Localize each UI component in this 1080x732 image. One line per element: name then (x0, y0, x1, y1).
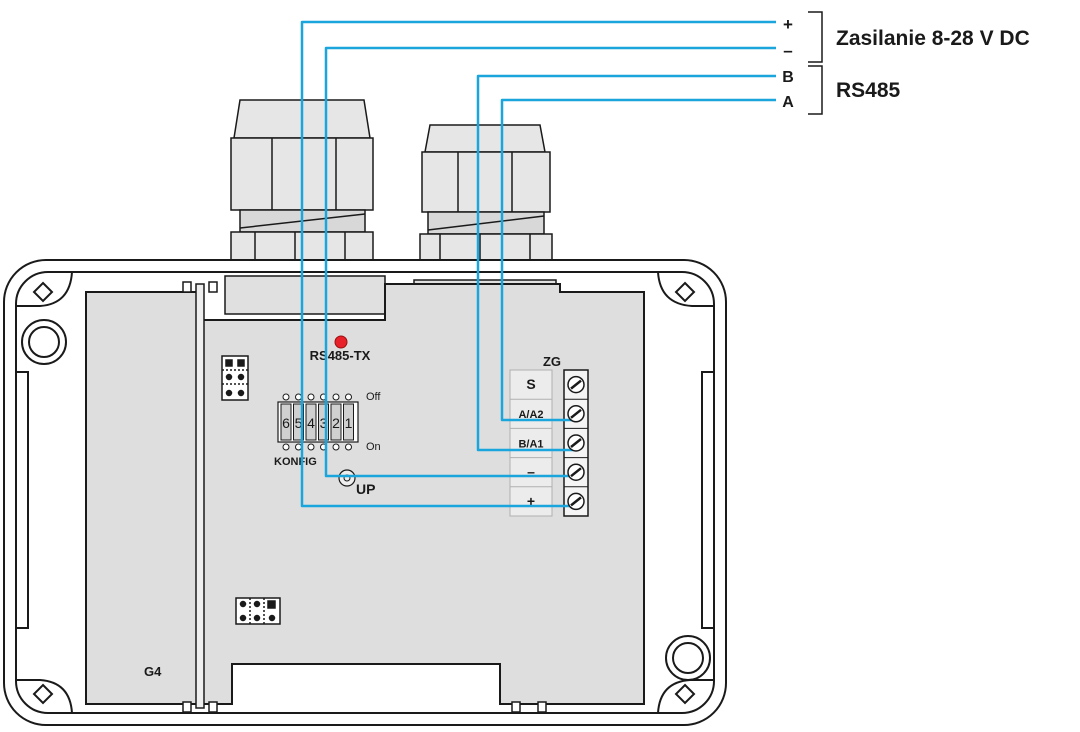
pcb-board (85, 281, 645, 713)
group-brackets (808, 11, 823, 115)
supply-minus-sign: – (783, 41, 792, 60)
led-label: RS485-TX (310, 348, 371, 363)
rs485-tx-led (334, 335, 348, 349)
dip-number: 5 (295, 415, 303, 431)
screw-slot (570, 467, 582, 478)
dip-on-dot (332, 443, 340, 451)
wire-minus (324, 46, 776, 478)
jumper-block-bottom (235, 597, 281, 625)
wire-b (476, 74, 776, 452)
dip-off-dot (295, 393, 302, 401)
dip-number: 6 (282, 415, 290, 431)
dip-slot (280, 403, 292, 441)
dip-number: 2 (332, 415, 340, 431)
supply-plus-sign: + (783, 15, 793, 34)
dip-slot (293, 403, 304, 441)
up-button-label: UP (356, 481, 375, 497)
jumper-block-top (221, 355, 249, 401)
dip-slot (330, 403, 342, 441)
bus-label: RS485 (836, 79, 901, 102)
dip-number: 4 (307, 415, 315, 431)
cable-gland-right (419, 124, 553, 261)
dip-on-dot (282, 443, 290, 451)
terminal-pin-label: + (527, 493, 535, 509)
wires (300, 20, 776, 508)
dip-off-label: Off (366, 391, 381, 403)
terminal-pin-label: S (526, 376, 535, 392)
dip-off-dot (345, 393, 352, 401)
dip-slot (305, 403, 317, 441)
screw-slot (570, 438, 582, 448)
terminal-title: ZG (543, 354, 561, 369)
bus-b-label: B (782, 69, 794, 86)
bus-a-label: A (782, 94, 794, 111)
dip-slot (343, 403, 354, 441)
dip-on-dot (295, 443, 302, 451)
wire-plus (300, 20, 776, 508)
dip-on-dot (345, 443, 352, 451)
dip-off-dot (307, 393, 315, 401)
up-button (338, 469, 356, 487)
dip-label: KONFIG (274, 456, 317, 468)
terminal-pin-label: – (527, 464, 535, 480)
screw-slot (570, 496, 582, 507)
dip-number: 3 (320, 415, 328, 431)
terminal-pin-label: A/A2 (518, 409, 543, 421)
dip-off-dot (332, 393, 340, 401)
supply-label: Zasilanie 8-28 V DC (836, 27, 1030, 50)
dip-number: 1 (345, 415, 353, 431)
wire-a (500, 98, 776, 422)
dip-on-label: On (366, 441, 381, 453)
mounting-holes (21, 281, 711, 705)
dip-on-dot (307, 443, 315, 451)
screw-slot (570, 408, 582, 419)
module-label: G4 (144, 664, 162, 679)
dip-off-dot (282, 393, 290, 401)
dip-slot (318, 403, 329, 441)
screw-slot (570, 379, 582, 390)
terminal-pin-label: B/A1 (518, 438, 543, 450)
